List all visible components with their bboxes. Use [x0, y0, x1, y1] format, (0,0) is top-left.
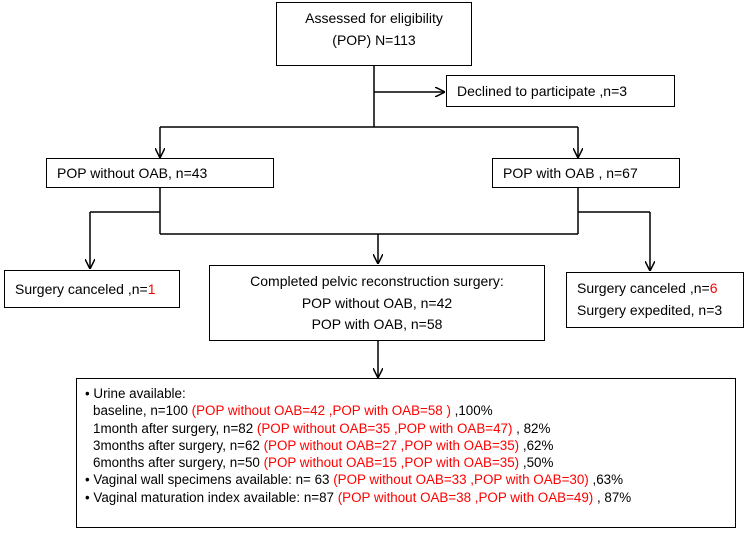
row-breakdown: (POP without OAB=38 ,POP with OAB=49): [337, 489, 594, 505]
canceled-right-line2: Surgery expedited, n=3: [577, 302, 723, 318]
urine-row-3months: 3months after surgery, n=62 (POP without…: [85, 437, 727, 454]
canceled-right-box: Surgery canceled ,n=6 Surgery expedited,…: [566, 272, 744, 328]
declined-box: Declined to participate ,n=3: [446, 75, 675, 107]
row-breakdown: (POP without OAB=33 ,POP with OAB=30): [333, 472, 589, 488]
completed-line3: POP with OAB, n=58: [311, 316, 443, 332]
availability-box: • Urine available: baseline, n=100 (POP …: [76, 378, 736, 528]
row-prefix: • Vaginal wall specimens available: n= 6…: [85, 472, 334, 488]
canceled-left-count: 1: [147, 281, 156, 297]
eligibility-line2: (POP) N=113: [332, 32, 416, 48]
canceled-right-count: 6: [709, 280, 718, 296]
row-percent: ,50%: [519, 455, 554, 471]
urine-row-6months: 6months after surgery, n=50 (POP without…: [85, 454, 727, 471]
with-oab-box: POP with OAB , n=67: [492, 158, 680, 188]
without-oab-box: POP without OAB, n=43: [46, 158, 274, 188]
maturation-row: • Vaginal maturation index available: n=…: [85, 489, 727, 506]
row-prefix: 1month after surgery, n=82: [93, 420, 257, 436]
row-prefix: 6months after surgery, n=50: [93, 455, 264, 471]
row-percent: ,62%: [519, 437, 554, 453]
row-prefix: baseline, n=100: [93, 403, 192, 419]
row-breakdown: (POP without OAB=27 ,POP with OAB=35): [263, 437, 520, 453]
with-oab-text: POP with OAB , n=67: [503, 165, 638, 181]
row-breakdown: (POP without OAB=42 ,POP with OAB=58 ): [191, 403, 451, 419]
urine-header: • Urine available:: [85, 386, 186, 401]
canceled-left-text: Surgery canceled ,n=: [15, 281, 148, 297]
eligibility-line1: Assessed for eligibility: [305, 10, 443, 26]
completed-line1: Completed pelvic reconstruction surgery:: [250, 273, 504, 289]
row-percent: ,100%: [450, 403, 493, 419]
urine-row-baseline: baseline, n=100 (POP without OAB=42 ,POP…: [85, 402, 727, 419]
row-breakdown: (POP without OAB=15 ,POP with OAB=35): [263, 455, 520, 471]
eligibility-box: Assessed for eligibility (POP) N=113: [276, 2, 472, 66]
canceled-right-text: Surgery canceled ,n=: [577, 280, 710, 296]
completed-line2: POP without OAB, n=42: [301, 295, 453, 311]
row-breakdown: (POP without OAB=35 ,POP with OAB=47): [256, 420, 513, 436]
row-prefix: • Vaginal maturation index available: n=…: [85, 489, 338, 505]
completed-box: Completed pelvic reconstruction surgery:…: [209, 265, 545, 341]
row-percent: , 82%: [512, 420, 551, 436]
canceled-left-box: Surgery canceled ,n=1: [4, 270, 180, 308]
row-percent: ,63%: [588, 472, 624, 488]
without-oab-text: POP without OAB, n=43: [57, 165, 208, 181]
row-percent: , 87%: [593, 489, 632, 505]
row-prefix: 3months after surgery, n=62: [93, 437, 264, 453]
declined-text: Declined to participate ,n=3: [457, 83, 628, 99]
urine-row-1month: 1month after surgery, n=82 (POP without …: [85, 420, 727, 437]
vaginal-wall-row: • Vaginal wall specimens available: n= 6…: [85, 471, 727, 488]
